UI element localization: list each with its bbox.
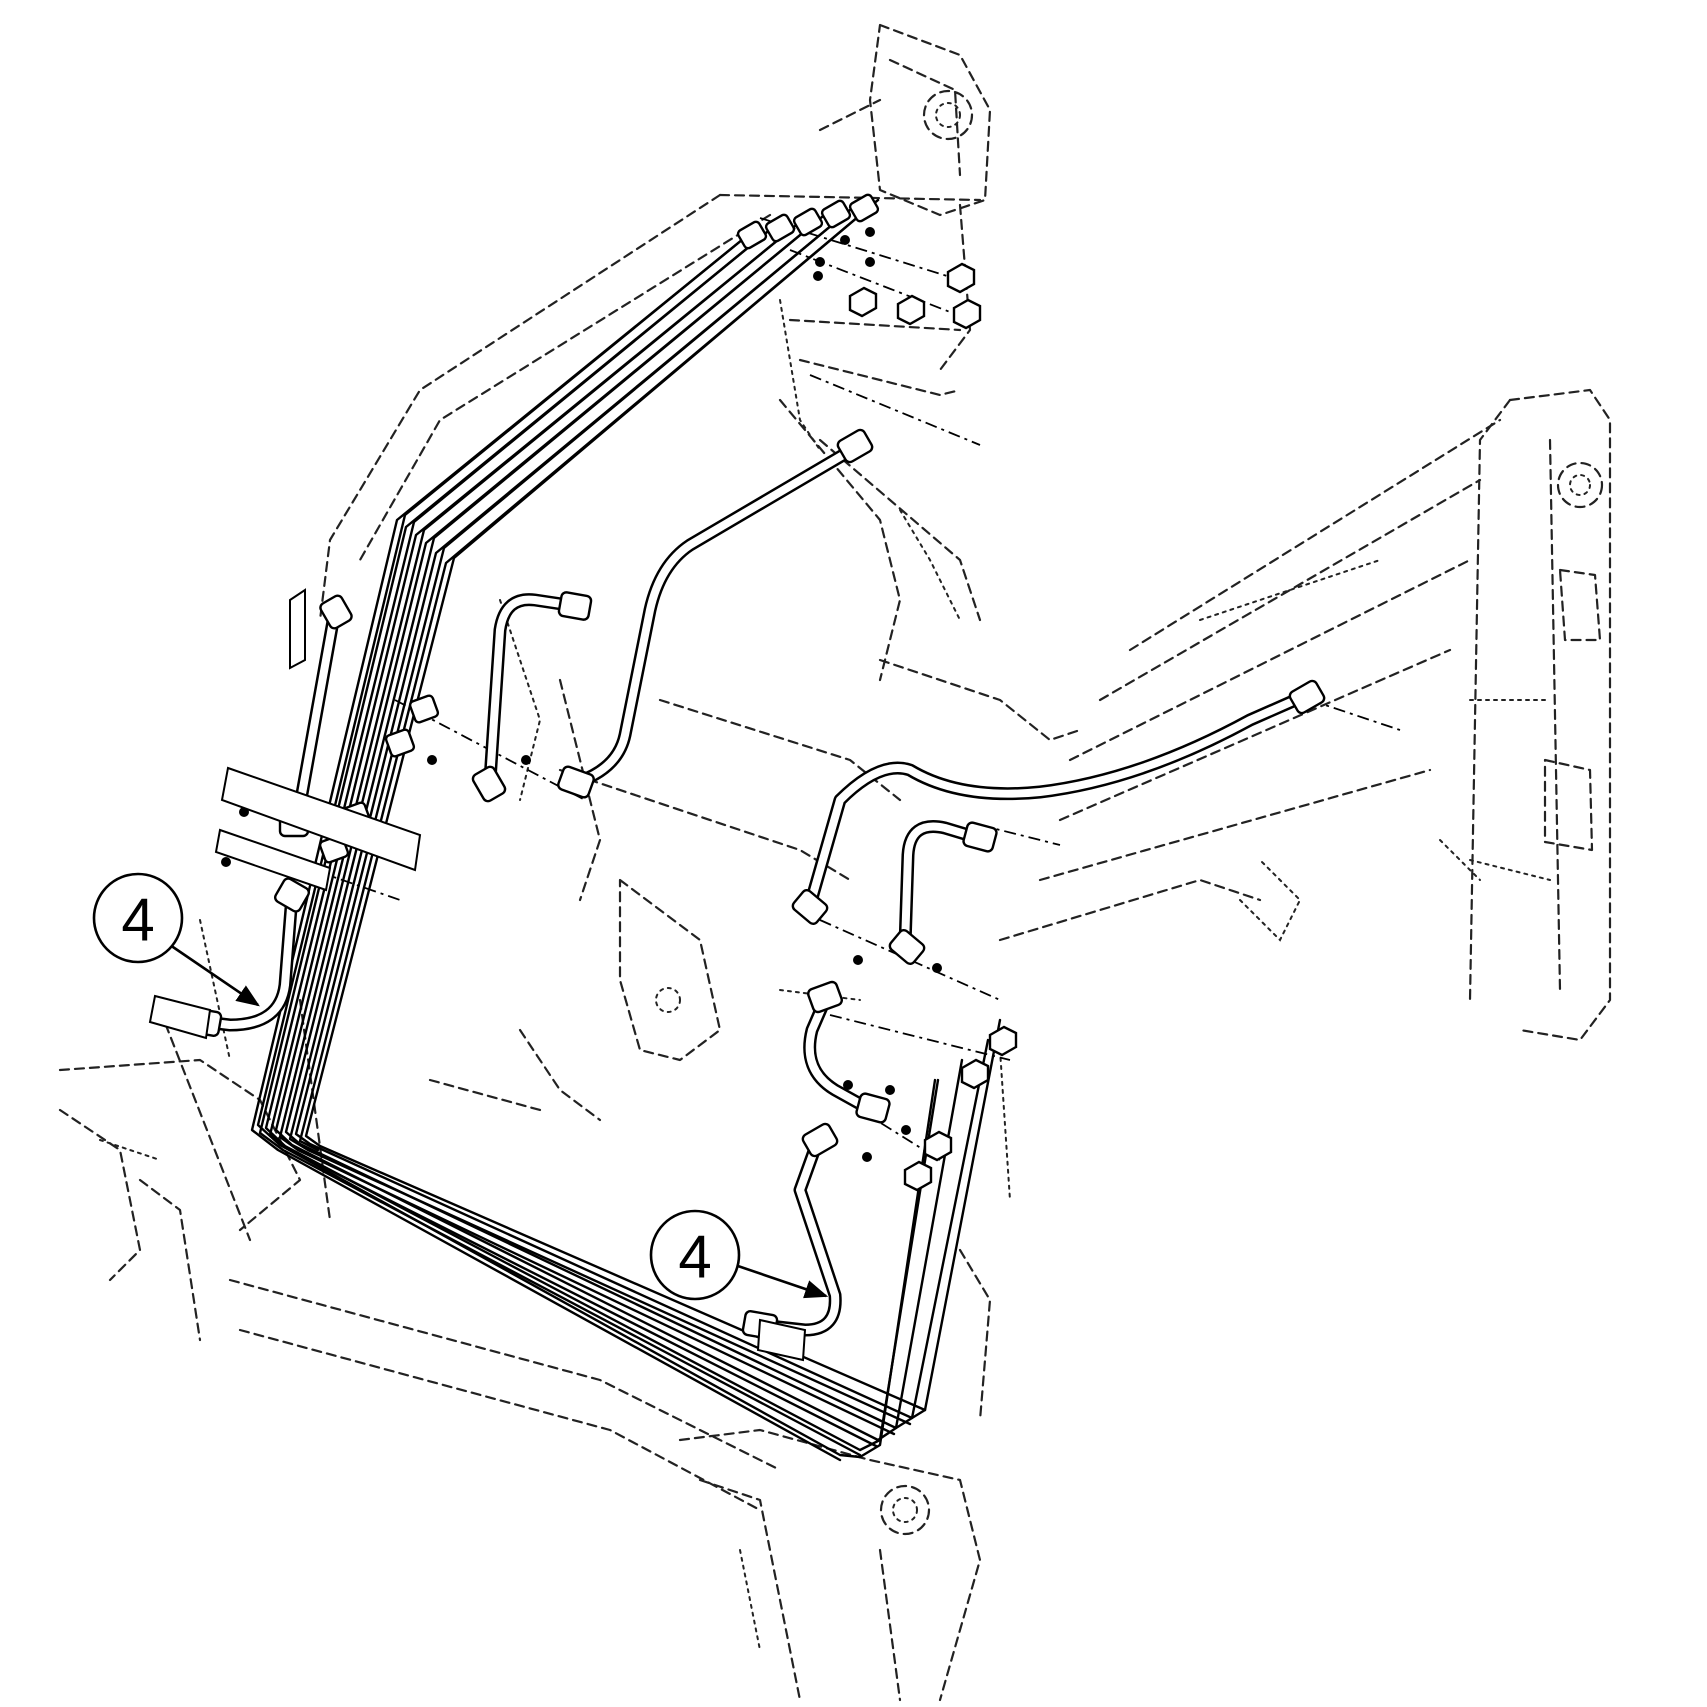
callout-right: 4: [649, 1209, 829, 1301]
mounting-plates: [148, 588, 807, 1362]
callout-left-leader: [169, 943, 260, 1007]
hydraulic-hoses: [198, 441, 1307, 1337]
callout-right-label: 4: [678, 1224, 711, 1291]
callout-left: 4: [92, 872, 260, 1007]
callout-right-circle: [649, 1209, 741, 1301]
callout-right-leader: [734, 1263, 829, 1299]
loader-frame-phantom: [58, 23, 1612, 1702]
hose-fittings: [185, 428, 1326, 1341]
assembly-centerlines: [269, 217, 1401, 1161]
callout-left-label: 4: [121, 887, 154, 954]
tube-end-fittings-top: [736, 193, 982, 330]
steel-tube-bundle: [250, 198, 1002, 1462]
callout-left-circle: [92, 872, 184, 964]
